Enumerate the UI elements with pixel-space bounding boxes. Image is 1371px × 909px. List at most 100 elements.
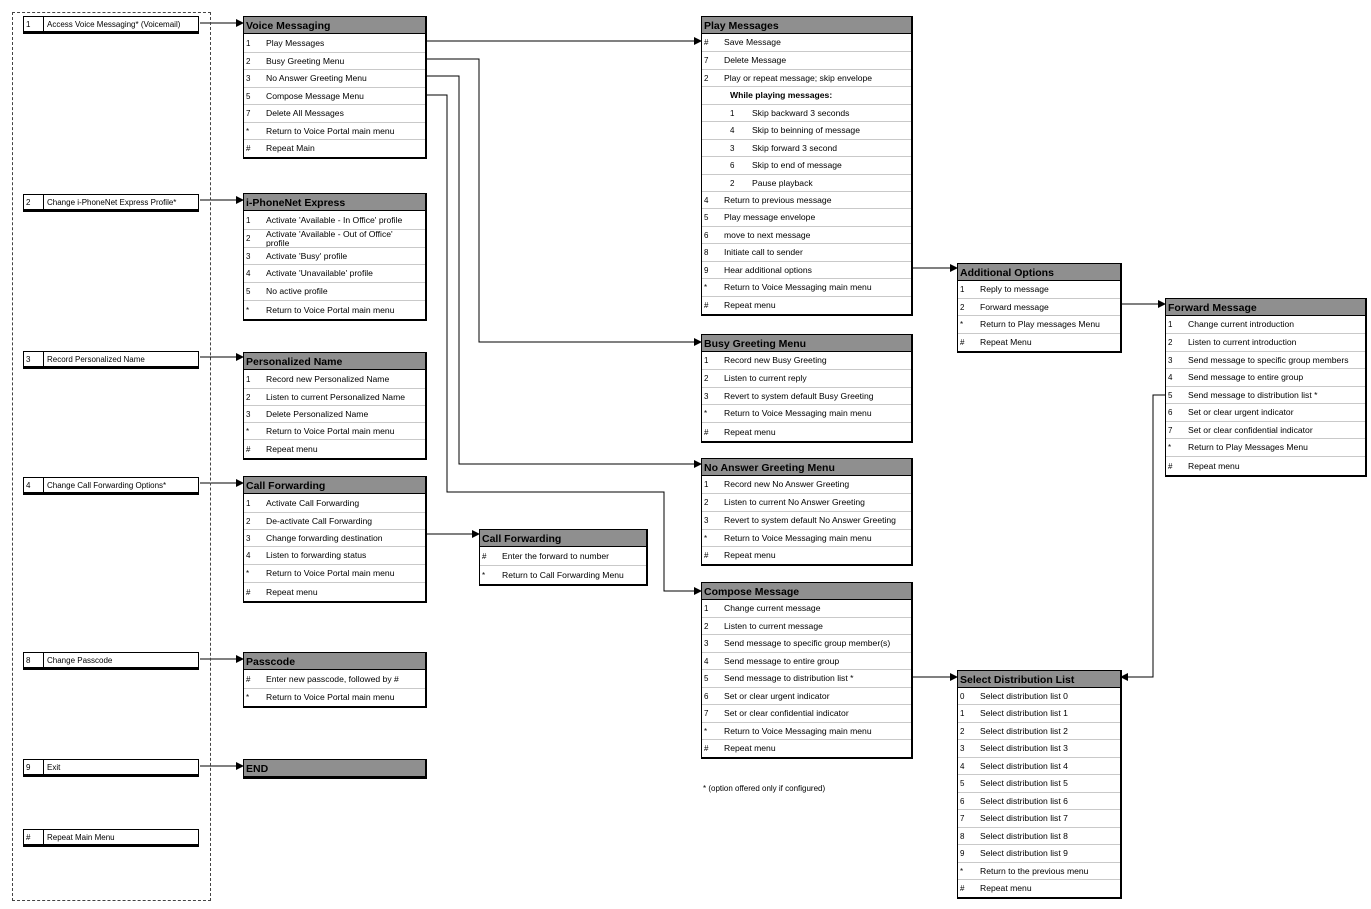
menu-option[interactable]: #Repeat menu <box>244 440 425 458</box>
option-label: While playing messages: <box>730 90 833 100</box>
option-key: * <box>960 320 964 329</box>
menu-option[interactable]: *Return to Voice Portal main menu <box>244 423 425 440</box>
menu-option[interactable]: *Return to Voice Portal main menu <box>244 689 425 706</box>
menu-option[interactable]: *Return to Voice Portal main menu <box>244 565 425 583</box>
menu-option[interactable]: #Repeat Menu <box>958 334 1120 351</box>
menu-option[interactable]: #Repeat menu <box>702 423 911 441</box>
menu-option[interactable]: #Repeat menu <box>702 297 911 314</box>
menu-option[interactable]: #Repeat menu <box>702 740 911 757</box>
menu-option[interactable]: #Repeat menu <box>244 583 425 601</box>
menu-option[interactable]: *Return to the previous menu <box>958 863 1120 880</box>
option-key: 2 <box>246 234 251 243</box>
option-key: 3 <box>704 391 709 401</box>
menu-option[interactable]: *Return to Voice Messaging main menu <box>702 723 911 740</box>
menu-option[interactable]: *Return to Voice Messaging main menu <box>702 279 911 297</box>
menu-option[interactable]: *Return to Voice Messaging main menu <box>702 405 911 423</box>
menu-option[interactable]: #Repeat menu <box>702 547 911 564</box>
menu-option[interactable]: #Repeat Main <box>244 140 425 157</box>
menu-option[interactable]: *Return to Voice Messaging main menu <box>702 530 911 547</box>
main-menu-option-hash[interactable]: #Repeat Main Menu <box>23 829 199 847</box>
menu-option[interactable]: *Return to Play messages Menu <box>958 316 1120 334</box>
menu-option[interactable]: *Return to Play Messages Menu <box>1166 439 1365 457</box>
menu-option[interactable]: #Repeat menu <box>958 880 1120 897</box>
menu-option[interactable]: *Return to Voice Portal main menu <box>244 301 425 319</box>
menu-option[interactable]: *Return to Call Forwarding Menu <box>480 566 646 584</box>
menu-title: Call Forwarding <box>244 477 425 494</box>
menu-option[interactable]: #Save Message <box>702 34 911 52</box>
menu-option[interactable]: #Enter new passcode, followed by # <box>244 670 425 689</box>
menu-option[interactable]: #Enter the forward to number <box>480 547 646 566</box>
menu-option[interactable]: #Repeat menu <box>1166 457 1365 475</box>
menu-option[interactable]: *Return to Voice Portal main menu <box>244 123 425 140</box>
menu-option[interactable]: While playing messages: <box>702 87 911 105</box>
